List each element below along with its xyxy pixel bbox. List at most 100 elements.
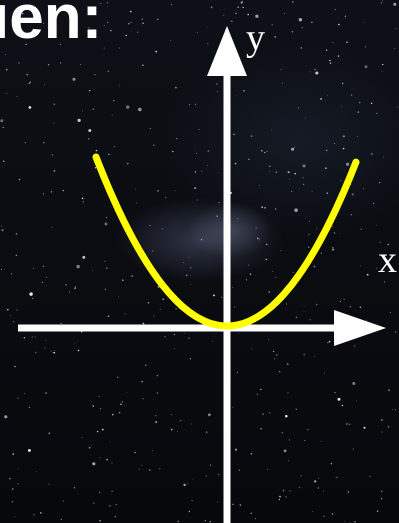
star-dot — [217, 501, 219, 503]
star-dot — [363, 426, 366, 429]
star-dot — [170, 414, 172, 416]
star-dot — [212, 341, 214, 342]
star-dot — [103, 47, 105, 49]
star-dot — [249, 273, 252, 275]
star-dot — [289, 490, 291, 492]
star-dot — [128, 23, 130, 25]
star-dot — [114, 515, 116, 518]
star-dot — [22, 12, 24, 15]
star-dot — [122, 279, 124, 281]
star-dot — [309, 71, 311, 73]
star-dot — [357, 111, 360, 113]
heading-text: ien: — [0, 0, 102, 52]
star-dot — [345, 162, 350, 166]
star-dot — [314, 356, 315, 357]
star-dot — [282, 489, 285, 492]
star-dot — [256, 237, 259, 240]
star-dot — [174, 190, 176, 191]
star-dot — [42, 23, 44, 24]
star-dot — [149, 224, 151, 226]
star-dot — [307, 246, 310, 249]
star-dot — [109, 441, 111, 443]
star-dot — [43, 84, 45, 86]
star-dot — [292, 272, 294, 274]
star-dot — [142, 322, 145, 325]
star-dot — [358, 101, 361, 104]
star-dot — [74, 22, 75, 24]
star-dot — [329, 62, 332, 64]
star-dot — [29, 292, 33, 296]
star-dot — [95, 149, 98, 152]
star-dot — [141, 464, 143, 466]
star-dot — [28, 407, 30, 409]
star-dot — [164, 336, 166, 338]
star-dot — [291, 190, 293, 192]
star-dot — [283, 13, 285, 15]
star-dot — [285, 303, 287, 305]
star-dot — [223, 15, 225, 16]
star-dot — [188, 103, 190, 106]
star-dot — [281, 432, 283, 434]
star-dot — [332, 41, 334, 43]
star-dot — [289, 179, 291, 181]
star-dot — [341, 105, 343, 107]
star-dot — [269, 412, 271, 414]
star-dot — [218, 201, 220, 204]
star-dot — [325, 49, 328, 51]
star-dot — [18, 62, 20, 64]
star-dot — [232, 503, 234, 506]
star-dot — [333, 232, 336, 234]
star-dot — [235, 12, 237, 15]
star-dot — [104, 222, 108, 226]
star-dot — [74, 287, 76, 290]
star-dot — [369, 475, 371, 478]
star-dot — [232, 406, 234, 408]
star-dot — [384, 281, 386, 283]
star-dot — [297, 107, 300, 109]
star-dot — [295, 316, 297, 318]
star-dot — [121, 401, 124, 403]
star-dot — [44, 347, 46, 349]
star-dot — [281, 82, 283, 84]
star-dot — [33, 514, 35, 516]
star-dot — [141, 64, 144, 67]
star-dot — [346, 423, 348, 425]
star-dot — [365, 46, 367, 48]
star-dot — [339, 233, 341, 235]
star-dot — [152, 450, 153, 452]
star-dot — [363, 188, 365, 190]
star-dot — [323, 490, 325, 492]
star-dot — [104, 260, 106, 262]
star-dot — [73, 487, 76, 489]
star-dot — [23, 393, 25, 395]
star-dot — [129, 10, 132, 13]
star-dot — [153, 315, 155, 317]
star-dot — [260, 388, 262, 391]
star-dot — [393, 2, 397, 6]
star-dot — [238, 332, 239, 334]
star-dot — [380, 498, 383, 500]
star-dot — [81, 437, 83, 439]
star-dot — [3, 160, 5, 162]
star-dot — [327, 341, 329, 344]
star-dot — [106, 267, 108, 269]
star-dot — [261, 206, 264, 208]
star-dot — [91, 404, 93, 406]
star-dot — [276, 354, 278, 356]
star-dot — [115, 503, 117, 506]
star-dot — [125, 105, 130, 109]
star-dot — [16, 309, 18, 311]
star-dot — [342, 147, 345, 150]
star-dot — [315, 303, 318, 306]
star-dot — [302, 164, 306, 168]
star-dot — [247, 264, 249, 266]
star-dot — [0, 119, 4, 123]
star-dot — [376, 224, 378, 226]
star-dot — [347, 493, 348, 495]
star-dot — [304, 440, 306, 442]
star-dot — [65, 284, 67, 286]
star-dot — [187, 483, 189, 485]
star-dot — [337, 397, 341, 401]
star-dot — [162, 298, 165, 301]
